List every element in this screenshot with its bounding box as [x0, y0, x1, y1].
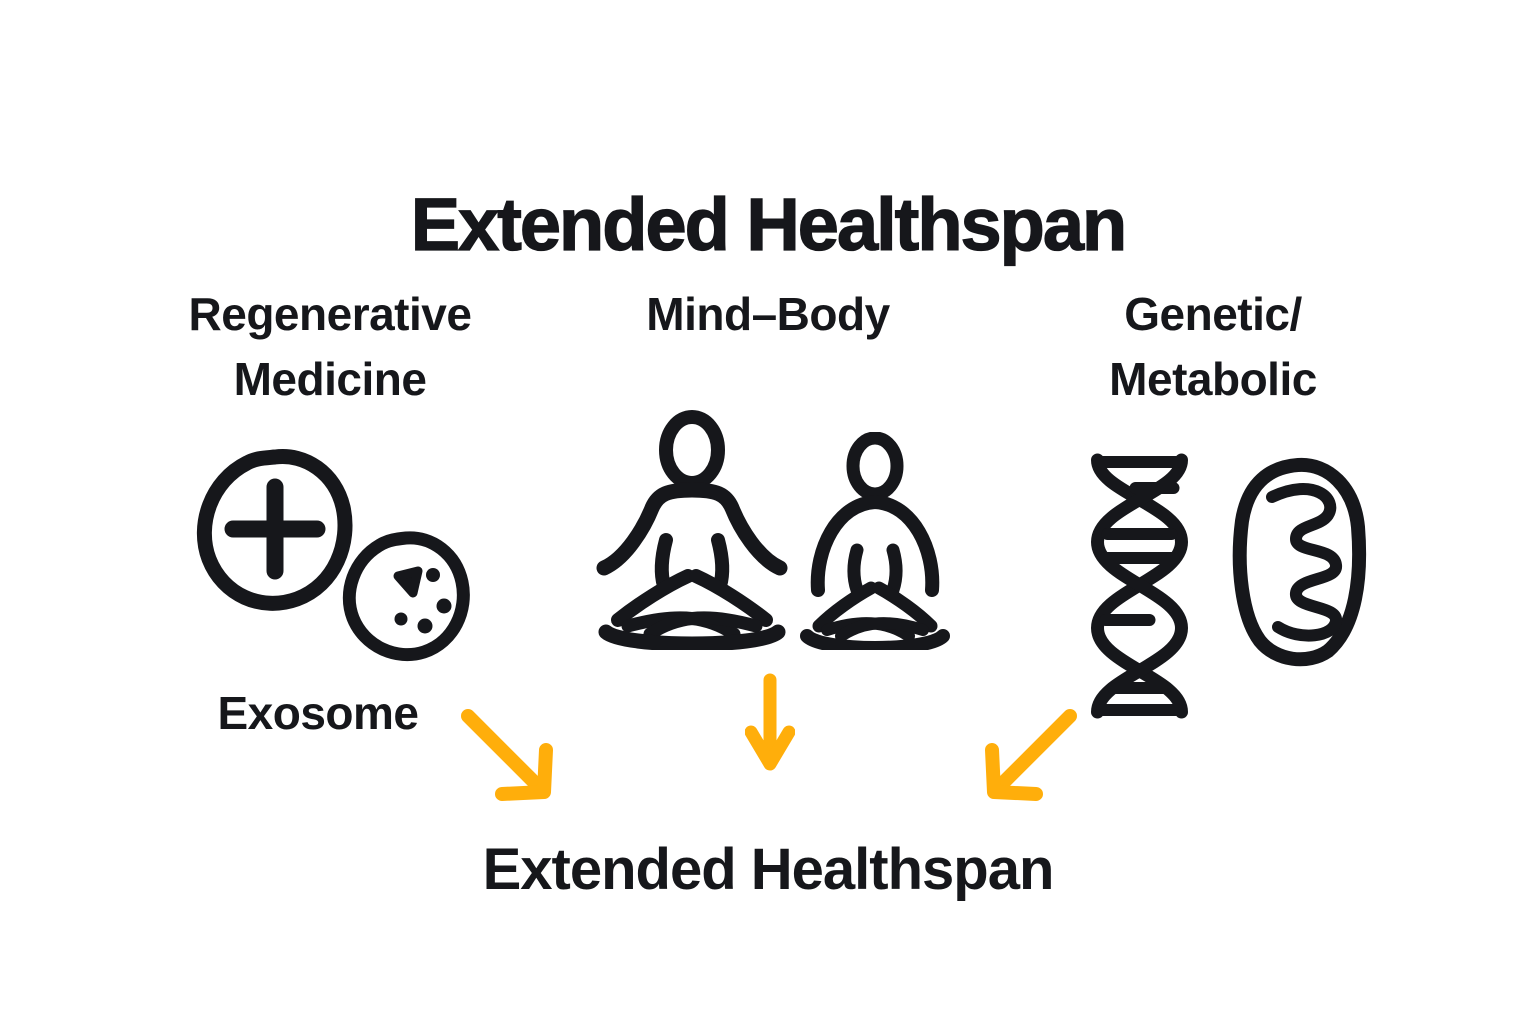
- mitochondria-icon: [1228, 455, 1368, 667]
- column-label-line: Regenerative: [188, 288, 472, 340]
- meditation-person-large-icon: [592, 410, 792, 650]
- column-label-line: Mind–Body: [646, 288, 890, 340]
- column-label-line: Metabolic: [1109, 353, 1317, 406]
- column-header-regenerative-medicine: Regenerative Medicine: [110, 282, 550, 413]
- exosome-vesicle-icon: [340, 530, 472, 664]
- medical-plus-circle-icon: [193, 447, 357, 617]
- arrow-down-right-icon: [458, 708, 576, 820]
- meditation-person-small-icon: [795, 432, 955, 650]
- result-label: Extended Healthspan: [482, 837, 1055, 902]
- column-header-mind-body: Mind–Body: [548, 282, 988, 347]
- column-label-line: Genetic/: [1124, 288, 1302, 340]
- arrow-down-left-icon: [962, 708, 1080, 820]
- column-header-genetic-metabolic: Genetic/ Metabolic: [993, 282, 1433, 413]
- page-title: Extended Healthspan: [410, 182, 1128, 266]
- column-label-line: Medicine: [233, 353, 427, 406]
- exosome-caption: Exosome: [217, 687, 419, 739]
- arrow-down-icon: [745, 672, 795, 790]
- dna-helix-icon: [1082, 450, 1197, 722]
